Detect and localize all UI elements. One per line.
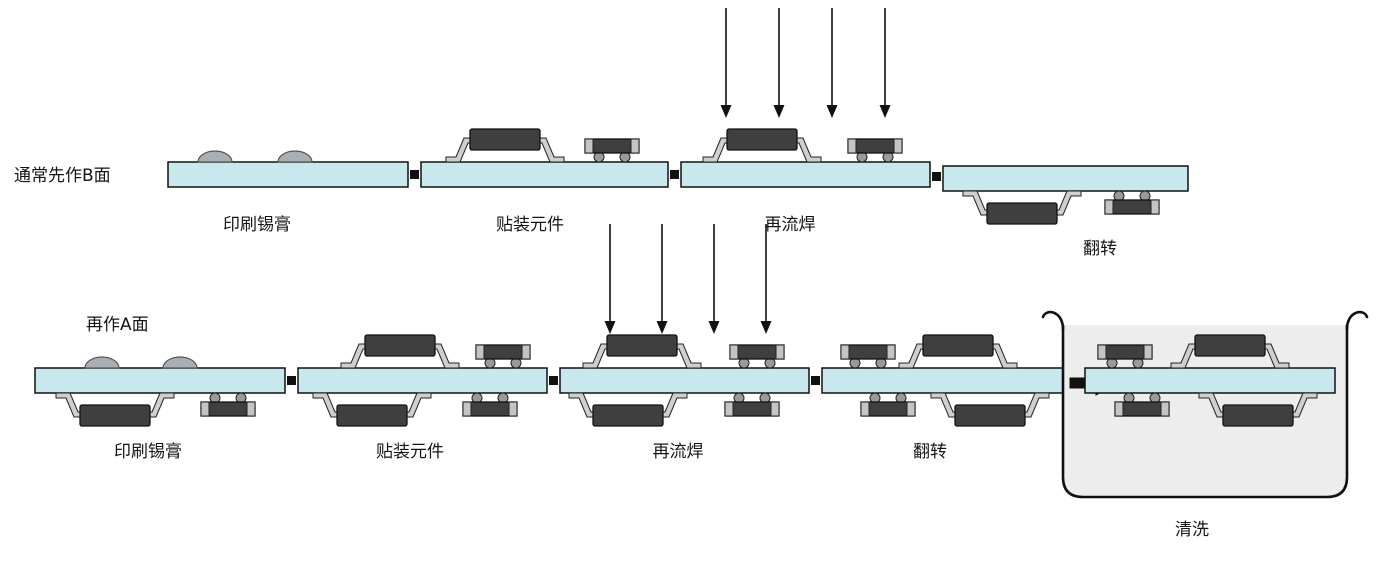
step-a-place-components: 贴装元件 [297, 334, 548, 462]
board-joint [670, 170, 679, 179]
chip-component [462, 392, 518, 417]
solder-paste-bump [162, 356, 198, 369]
ic-component [568, 392, 688, 427]
step-a-print-paste: 印刷锡膏 [34, 356, 286, 462]
board-joint [811, 376, 820, 385]
pcb-board [680, 161, 931, 188]
step-a-reflow: 再流焊 [559, 334, 810, 462]
pcb-board [821, 367, 1069, 394]
step-label: 翻转 [913, 442, 947, 462]
chip-component [1104, 190, 1160, 215]
heat-arrow-icon [878, 7, 892, 119]
pcb-board [34, 367, 286, 394]
chip-component [724, 392, 780, 417]
step-label: 贴装元件 [496, 215, 564, 235]
ic-component [962, 190, 1082, 225]
step-b-flip: 翻转 [942, 165, 1189, 259]
heat-arrow-icon [772, 7, 786, 119]
pcb-board [420, 161, 669, 188]
pcb-board [1084, 367, 1336, 394]
ic-component [702, 128, 822, 163]
step-label: 印刷锡膏 [223, 214, 291, 235]
step-a-cleaning: 清洗 [1041, 310, 1369, 540]
pcb-board [167, 161, 409, 188]
chip-component [584, 138, 640, 163]
step-b-reflow: 再流焊 [680, 128, 931, 235]
pcb-board [559, 367, 810, 394]
chip-component [475, 344, 531, 369]
tank-rim-curl-left [1041, 310, 1065, 331]
row-b-side-label: 通常先作B面 [14, 166, 111, 186]
ic-component [930, 392, 1050, 427]
heat-arrow-icon [655, 223, 669, 335]
solder-paste-bump [84, 356, 120, 369]
step-a-flip: 翻转 [821, 334, 1069, 462]
board-joint [549, 376, 558, 385]
step-label: 翻转 [1083, 239, 1117, 259]
board-joint [932, 172, 941, 181]
solder-paste-bump [277, 150, 313, 163]
ic-component [312, 392, 432, 427]
board-joint [287, 376, 296, 385]
step-b-place-components: 贴装元件 [420, 128, 669, 235]
heat-arrow-icon [825, 7, 839, 119]
row-a-side-label: 再作A面 [86, 315, 149, 335]
chip-component [840, 344, 896, 369]
chip-component [729, 344, 785, 369]
step-label: 清洗 [1175, 520, 1209, 540]
step-label: 再流焊 [765, 215, 816, 235]
pcb-board [297, 367, 548, 394]
chip-component [200, 392, 256, 417]
tank-rim-curl-right [1345, 310, 1369, 331]
heat-arrow-icon [707, 223, 721, 335]
ic-component [898, 334, 1018, 369]
chip-component [860, 392, 916, 417]
reflow-heat-arrows-a [603, 223, 773, 335]
row-b-process: 通常先作B面 印刷锡膏 贴装元件 再流焊 [14, 7, 1189, 259]
step-label: 再流焊 [653, 442, 704, 462]
chip-component [847, 138, 903, 163]
heat-arrow-icon [603, 223, 617, 335]
row-a-process: 再作A面 印刷锡膏 贴装元件 [34, 223, 1369, 540]
ic-component [340, 334, 460, 369]
heat-arrow-icon [759, 223, 773, 335]
pcb-board [942, 165, 1189, 192]
board-joint [410, 170, 419, 179]
heat-arrow-icon [719, 7, 733, 119]
step-label: 印刷锡膏 [114, 441, 182, 462]
ic-component [582, 334, 702, 369]
step-label: 贴装元件 [376, 442, 444, 462]
step-b-print-paste: 印刷锡膏 [167, 150, 409, 235]
solder-paste-bump [197, 150, 233, 163]
reflow-heat-arrows-b [719, 7, 892, 119]
ic-component [445, 128, 565, 163]
ic-component [55, 392, 175, 427]
